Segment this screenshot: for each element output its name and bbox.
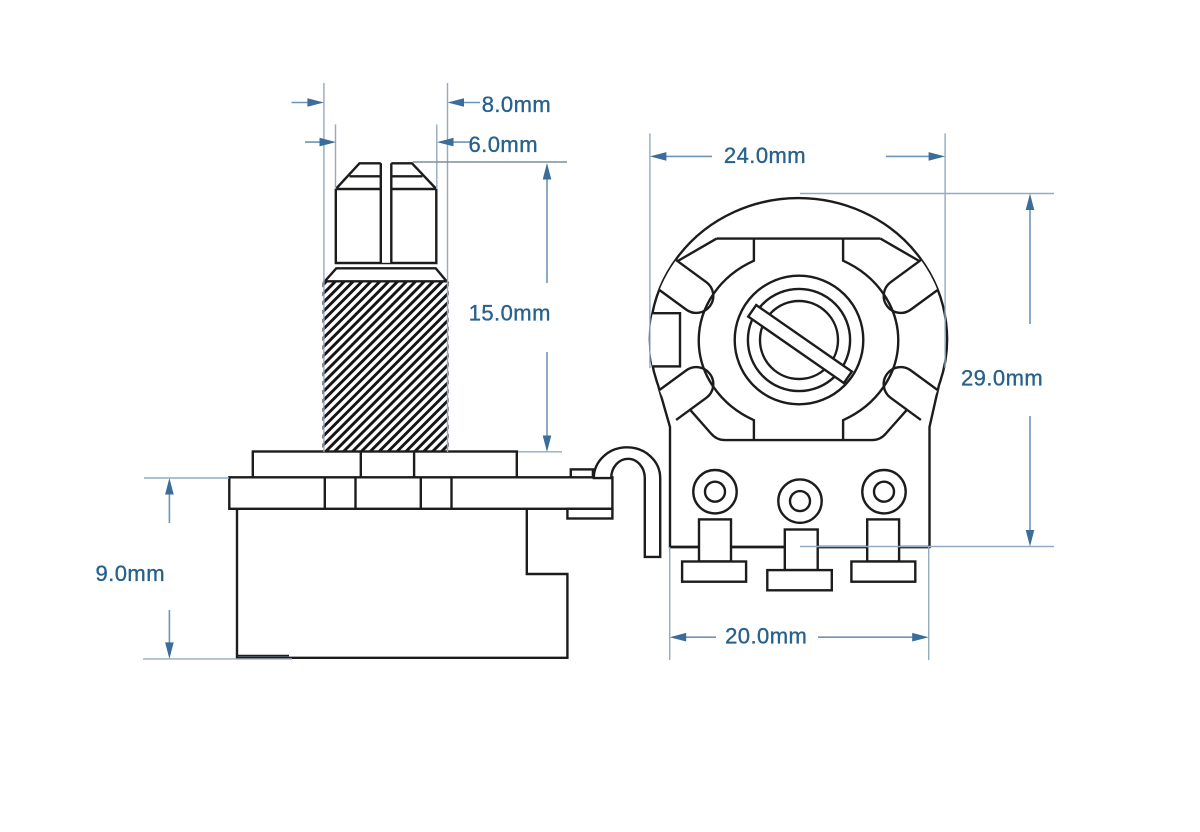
svg-text:6.0mm: 6.0mm [469, 132, 539, 157]
svg-text:29.0mm: 29.0mm [961, 365, 1043, 390]
svg-text:8.0mm: 8.0mm [482, 92, 552, 117]
svg-text:24.0mm: 24.0mm [724, 143, 806, 168]
svg-text:9.0mm: 9.0mm [96, 561, 166, 586]
svg-text:20.0mm: 20.0mm [725, 624, 807, 649]
svg-text:15.0mm: 15.0mm [469, 301, 551, 326]
